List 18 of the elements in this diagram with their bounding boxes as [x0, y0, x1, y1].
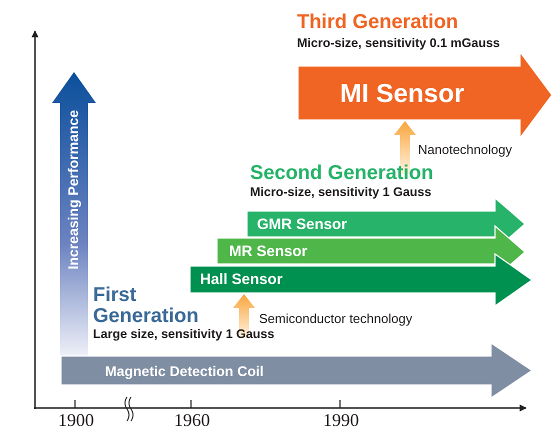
axis-tick-label: 1900 — [58, 411, 94, 429]
arrow-label: Increasing Performance — [66, 110, 80, 270]
arrow — [394, 121, 416, 174]
generation-heading: First Generation — [93, 285, 200, 327]
generation-spec: Micro-size, sensitivity 1 Gauss — [250, 186, 432, 200]
arrow-label: MI Sensor — [340, 80, 464, 106]
arrow-label: GMR Sensor — [257, 216, 348, 232]
generation-heading: Third Generation — [297, 12, 458, 33]
axis-tick-label: 1990 — [323, 411, 359, 429]
generation-heading: Second Generation — [250, 163, 434, 184]
arrow-label: Hall Sensor — [200, 272, 283, 287]
edge-label: Nanotechnology — [418, 143, 512, 157]
edge-label: Semiconductor technology — [259, 312, 412, 326]
arrow — [233, 294, 255, 338]
generation-spec: Large size, sensitivity 1 Gauss — [93, 328, 274, 342]
axis-tick-label: 1960 — [174, 411, 210, 429]
arrow-label: Magnetic Detection Coil — [105, 364, 264, 378]
arrow-label: MR Sensor — [229, 244, 308, 258]
